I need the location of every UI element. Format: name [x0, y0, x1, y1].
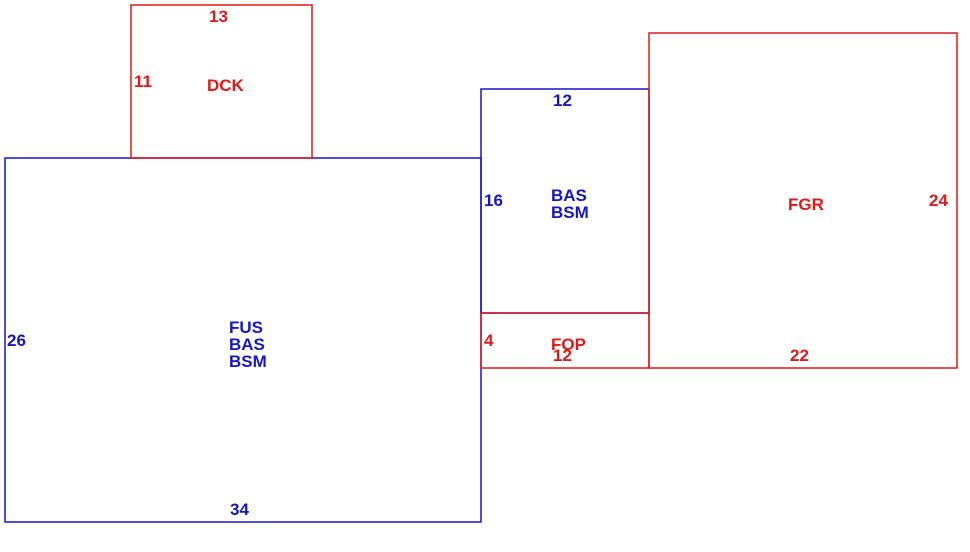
deck-left-dimension: 11 [134, 72, 152, 91]
porch-bottom-dimension: 12 [553, 346, 572, 365]
main-area-code-1: FUS [229, 318, 263, 337]
garage-right-dimension: 24 [929, 191, 948, 210]
addition-top-dimension: 12 [553, 91, 572, 110]
addition-code-1: BAS [551, 186, 587, 205]
addition-code-2: BSM [551, 203, 589, 222]
deck-outline [130, 4, 313, 159]
deck-code: DCK [207, 76, 245, 95]
porch-left-dimension: 4 [484, 331, 494, 350]
main-area-left-dimension: 26 [7, 331, 26, 350]
garage-code: FGR [788, 195, 824, 214]
garage-outline [648, 32, 958, 369]
addition-left-dimension: 16 [484, 191, 503, 210]
garage-bottom-dimension: 22 [790, 346, 809, 365]
deck-top-dimension: 13 [209, 7, 228, 26]
porch-code: FOP [551, 335, 586, 354]
main-area-code-3: BSM [229, 352, 267, 371]
main-area-code-2: BAS [229, 335, 265, 354]
main-area-bottom-dimension: 34 [230, 500, 249, 519]
